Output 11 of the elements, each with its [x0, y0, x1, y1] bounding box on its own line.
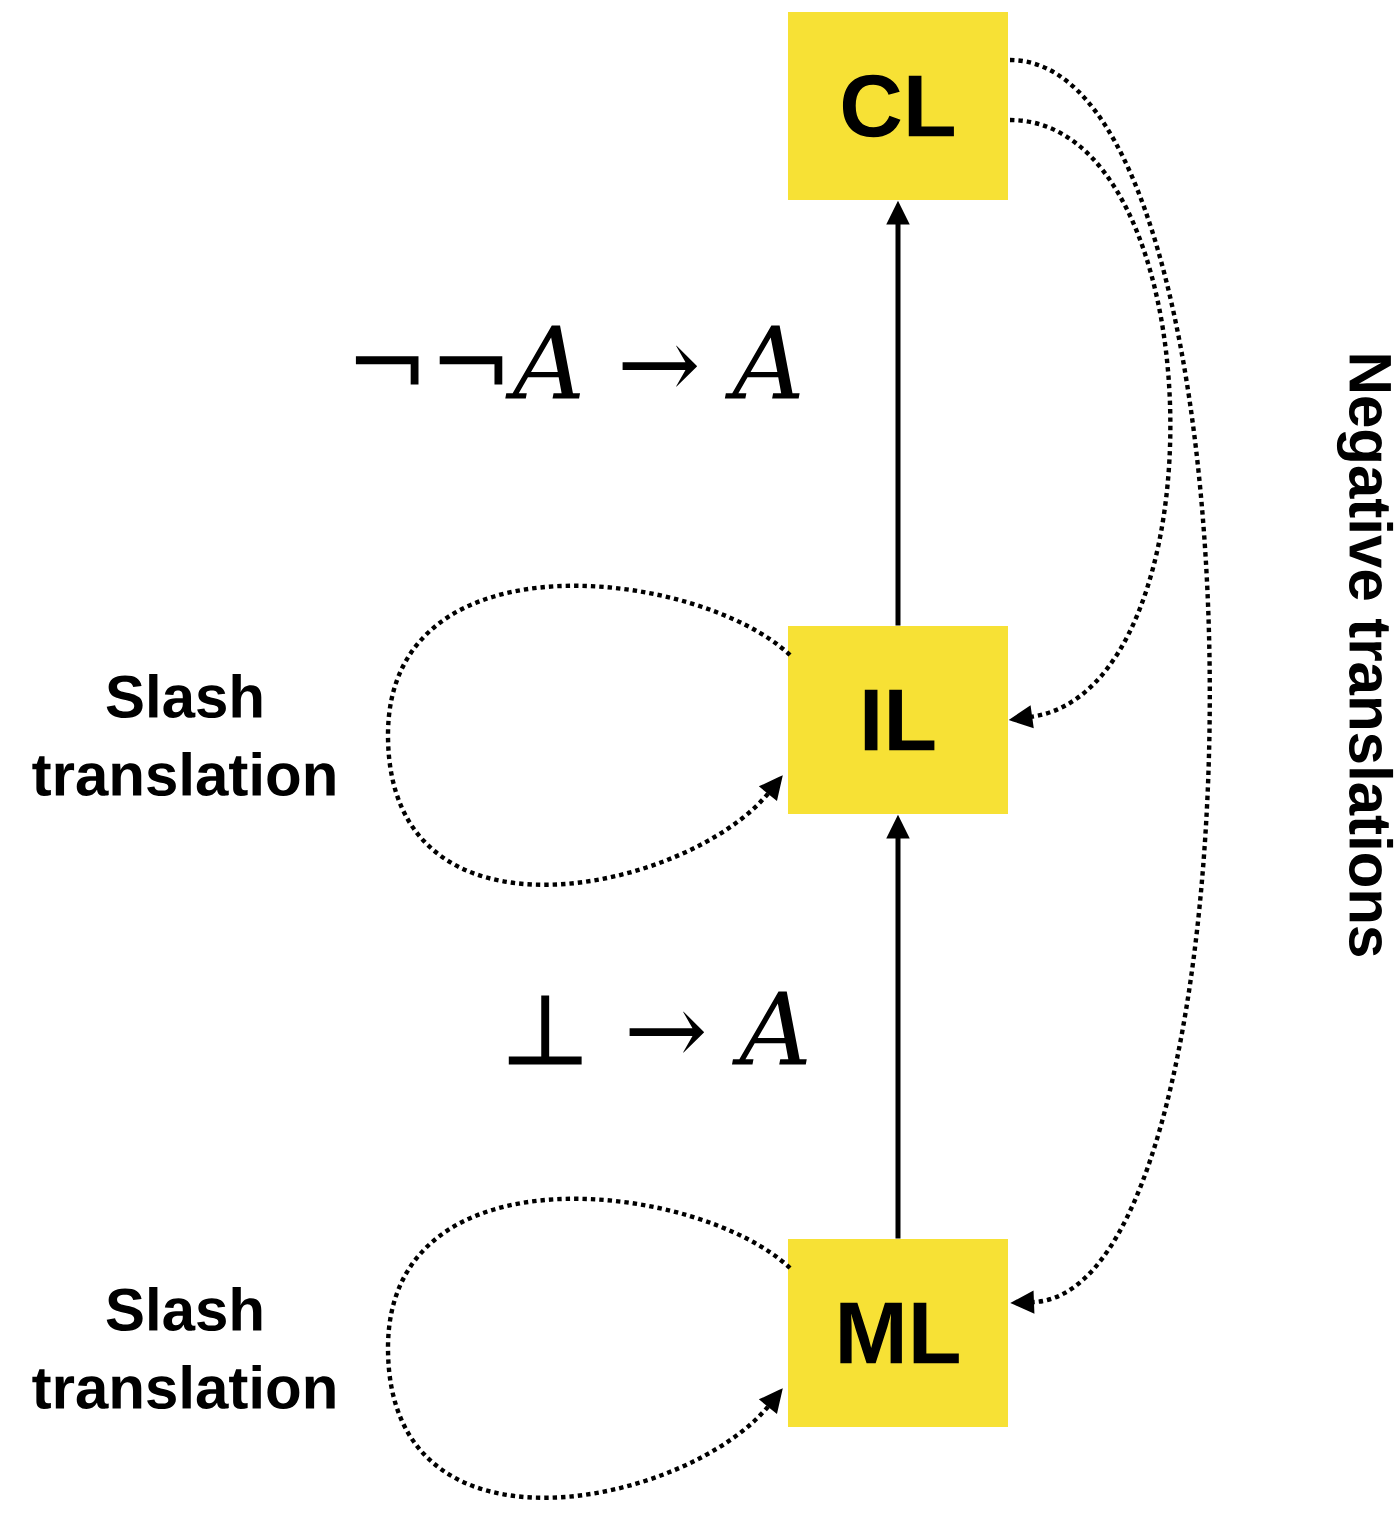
- formula-label: ⊥ → A: [508, 991, 807, 1065]
- logic-box: IL: [788, 626, 1008, 814]
- dotted-arrow: [385, 584, 792, 887]
- side-label: Negative translations: [1336, 355, 1394, 956]
- dotted-arrow: [1009, 57, 1212, 1314]
- edge-label: Slash translation: [32, 674, 335, 797]
- logic-box: ML: [788, 1239, 1008, 1427]
- formula-label: ¬¬A → A: [355, 325, 800, 399]
- dotted-arrow: [385, 1197, 792, 1500]
- logic-box: CL: [788, 12, 1008, 200]
- edge-label: Slash translation: [32, 1287, 335, 1410]
